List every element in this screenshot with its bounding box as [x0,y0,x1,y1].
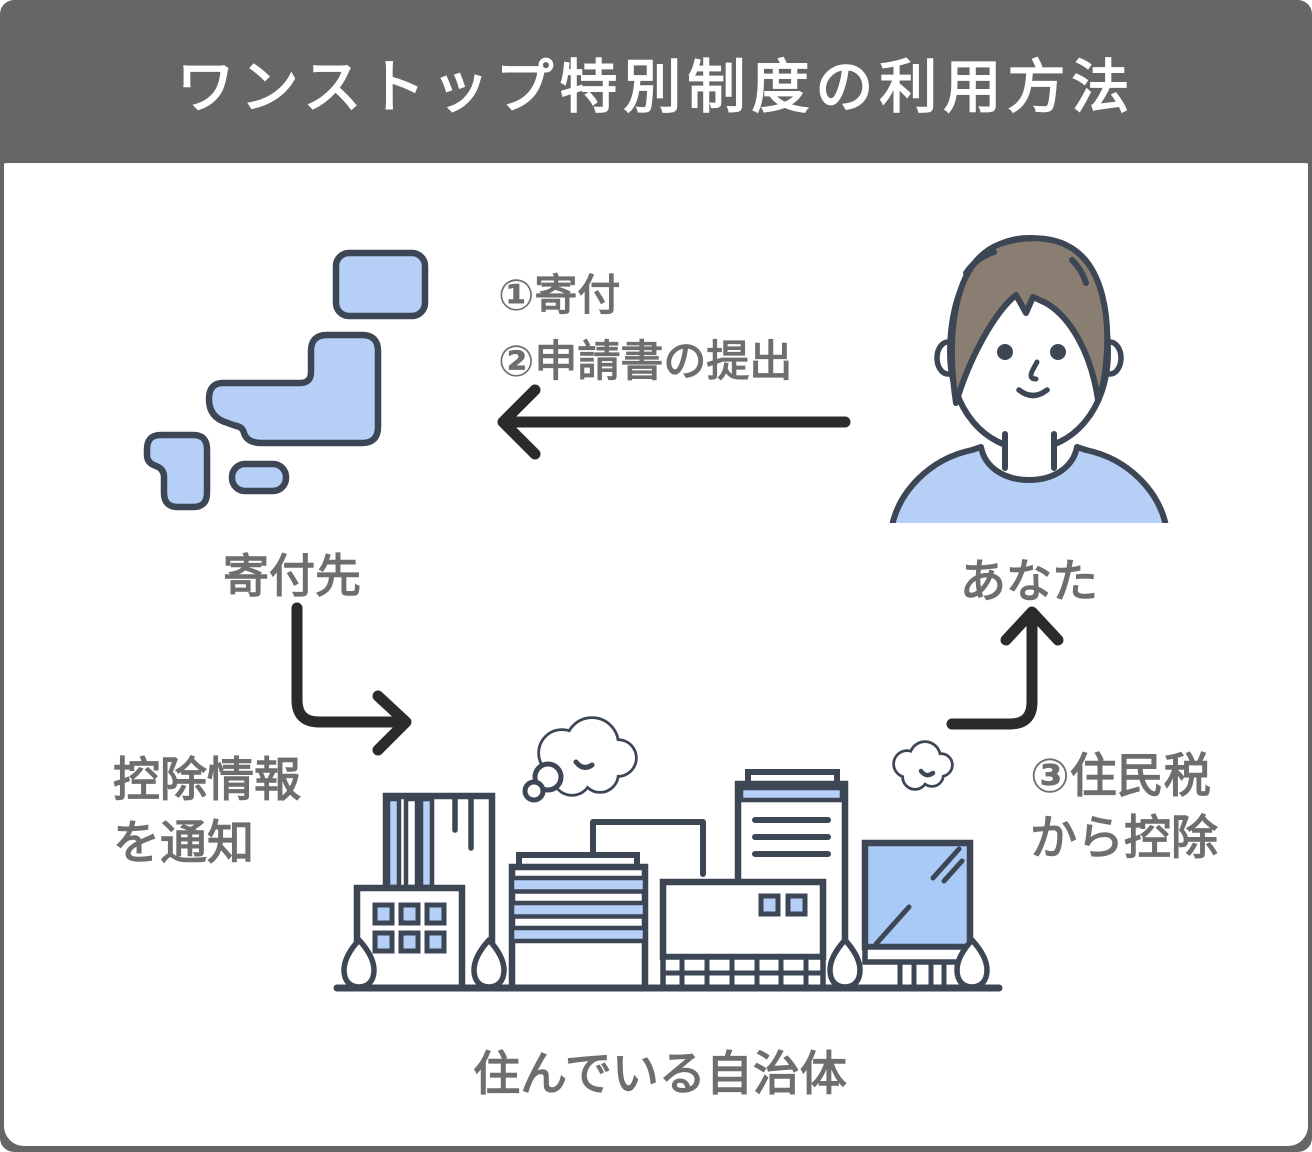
person-avatar-illustration [884,235,1176,539]
tower-blue-band [738,785,845,803]
glass-reflections [873,846,965,947]
city-illustration [333,716,1003,992]
cloud-curl [573,759,595,770]
power-line [590,819,706,877]
tree-icon [341,937,377,990]
building-glass [861,839,974,988]
arrow-down-right-icon [291,602,412,756]
map-honshu-shape [205,331,382,447]
map-hokkaido-shape [332,249,429,320]
notify-line2: を通知 [113,816,254,869]
window [424,930,447,954]
flow-label-deduct-resident-tax: ③住民税 から控除 [1030,745,1218,869]
pillars [897,962,973,988]
arrow-up-icon [946,606,1064,730]
notify-line1: 控除情報 [113,753,301,806]
cloud-icon [522,716,638,803]
blue-stripe [509,900,648,919]
building-striped [508,852,649,992]
right-eye [1050,344,1066,360]
building-billboard [659,878,827,991]
building-left-tower [353,792,496,992]
window [758,893,781,917]
short-lines [452,796,474,851]
window [372,930,395,954]
tree-icon [827,937,863,990]
window [785,893,808,917]
billboard-box [659,878,827,961]
vertical-stripe-blue [418,796,435,890]
step2-text: ②申請書の提出 [498,338,793,386]
window [398,930,421,954]
vertical-stripe-white [403,796,420,890]
step1-text: ①寄付 [498,272,621,320]
node-label-home-municipality: 住んでいる自治体 [473,1047,847,1100]
window [424,902,447,926]
step3-line1: ③住民税 [1030,749,1211,802]
band [862,944,973,965]
window [398,902,421,926]
vertical-stripe-blue [385,796,402,890]
step3-line2: から控除 [1030,811,1218,864]
window [372,902,395,926]
left-eye [997,344,1013,360]
hair [948,235,1111,406]
pillars [663,957,823,988]
map-kyushu-shape [143,431,211,511]
shirt [889,444,1169,537]
japan-map-illustration [143,249,429,511]
page-title: ワンストップ特別制度の利用方法 [176,54,1136,120]
flow-label-notify-deduction: 控除情報 を通知 [113,748,301,874]
tree-icon [471,937,507,990]
shirt-bottom-mask [884,523,1176,539]
map-shikoku-shape [228,460,290,495]
tree-icon [954,937,990,990]
arrow-left-icon [497,384,851,460]
neck-lines [1002,431,1057,471]
header-bar: ワンストップ特別制度の利用方法 [0,0,1312,163]
cloud-curl [918,768,936,778]
flow-label-donate-apply: ①寄付 ②申請書の提出 [498,263,792,395]
glass-panel [861,839,974,951]
mouth [1016,387,1050,399]
tower-window-lines [752,817,831,857]
neck [1004,428,1055,476]
node-label-you: あなた [960,555,1098,607]
hair-accents [963,249,1089,286]
blue-stripe [509,875,648,894]
blue-stripe [509,925,648,944]
nose [1028,359,1040,382]
node-label-donation-destination: 寄付先 [223,550,361,602]
cloud-icon [892,740,954,791]
